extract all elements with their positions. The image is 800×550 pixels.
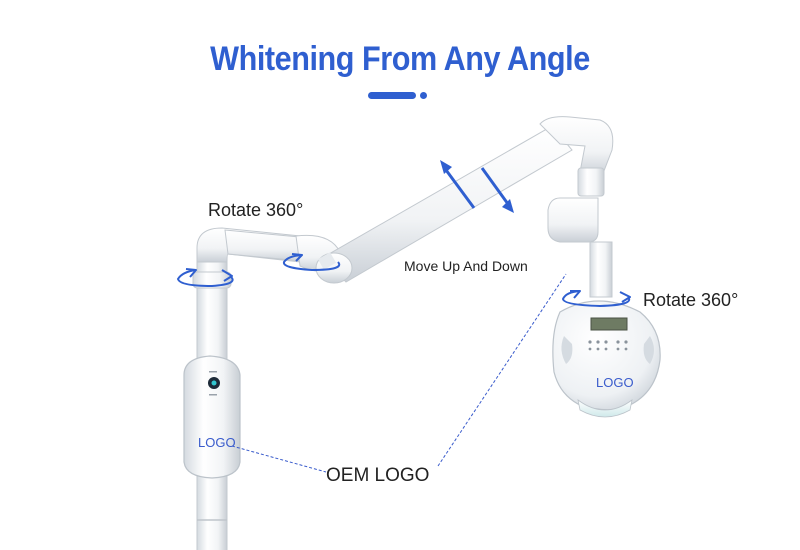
control-box — [183, 355, 241, 479]
move-label: Move Up And Down — [404, 258, 528, 274]
lcd-display — [590, 317, 628, 331]
move-arrows — [440, 160, 514, 213]
head-logo: LOGO — [596, 375, 634, 390]
oem-leader-lines — [231, 273, 567, 473]
page-title: Whitening From Any Angle — [210, 40, 590, 78]
rotate-label-left: Rotate 360° — [208, 200, 304, 220]
rotate-indicator-pole — [176, 268, 234, 288]
oem-logo-label: OEM LOGO — [326, 465, 430, 486]
whitening-head — [552, 300, 661, 418]
rotate-label-right: Rotate 360° — [643, 290, 739, 310]
rotate-indicator-joint — [282, 253, 341, 272]
base-logo: LOGO — [198, 435, 236, 450]
title-underline — [368, 92, 416, 99]
rotate-indicator-head — [561, 290, 631, 308]
title-dot — [420, 92, 427, 99]
head-elbow — [539, 116, 614, 298]
